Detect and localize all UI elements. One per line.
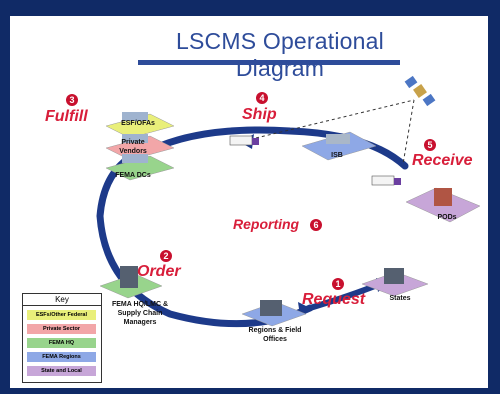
pods-label: PODs <box>437 214 457 221</box>
step-number-receive: 5 <box>424 139 436 151</box>
isb-platform <box>301 131 377 161</box>
legend-item: Private Sector <box>27 324 96 334</box>
diagram-panel: LSCMS Operational Diagram <box>10 16 488 388</box>
step-number-reporting: 6 <box>310 219 322 231</box>
truck-ship-icon <box>229 135 259 146</box>
step-number-request: 1 <box>332 278 344 290</box>
satellite-icon <box>404 75 436 107</box>
title-underline <box>138 60 400 65</box>
step-number-fulfill: 3 <box>66 94 78 106</box>
isb-label: ISB <box>331 152 343 159</box>
pods-platform <box>405 187 481 223</box>
step-number-ship: 4 <box>256 92 268 104</box>
regions-building-icon <box>241 300 307 327</box>
esf-label: ESF/OFAs <box>121 120 155 127</box>
step-receive: Receive <box>412 152 473 169</box>
fema-hq-label: FEMA HQ/LMC & Supply Chain Managers <box>111 301 169 326</box>
satellite-link <box>402 99 415 165</box>
legend-item: State and Local <box>27 366 96 376</box>
step-request: Request <box>302 291 366 308</box>
legend-key: Key ESFs/Other Federal Private Sector FE… <box>22 293 102 383</box>
diagram-canvas <box>96 60 481 328</box>
step-ship: Ship <box>242 106 277 123</box>
legend-title: Key <box>23 294 101 306</box>
fulfill-platforms <box>105 112 175 181</box>
states-label: States <box>389 295 411 302</box>
legend-item: ESFs/Other Federal <box>27 310 96 320</box>
diagram-title: LSCMS Operational Diagram <box>176 28 384 81</box>
truck-receive-icon <box>371 175 401 186</box>
states-building-icon <box>361 268 429 297</box>
fema-hq-building-icon <box>99 266 163 299</box>
regions-label: Regions & Field Offices <box>248 327 302 343</box>
step-number-order: 2 <box>160 250 172 262</box>
fema-dcs-label: FEMA DCs <box>115 172 151 179</box>
step-reporting: Reporting <box>233 216 300 232</box>
step-order: Order <box>137 263 181 280</box>
legend-item: FEMA HQ <box>27 338 96 348</box>
step-fulfill: Fulfill <box>45 108 88 125</box>
legend-item: FEMA Regions <box>27 352 96 362</box>
private-vendors-label: Private Vendors <box>119 139 147 155</box>
